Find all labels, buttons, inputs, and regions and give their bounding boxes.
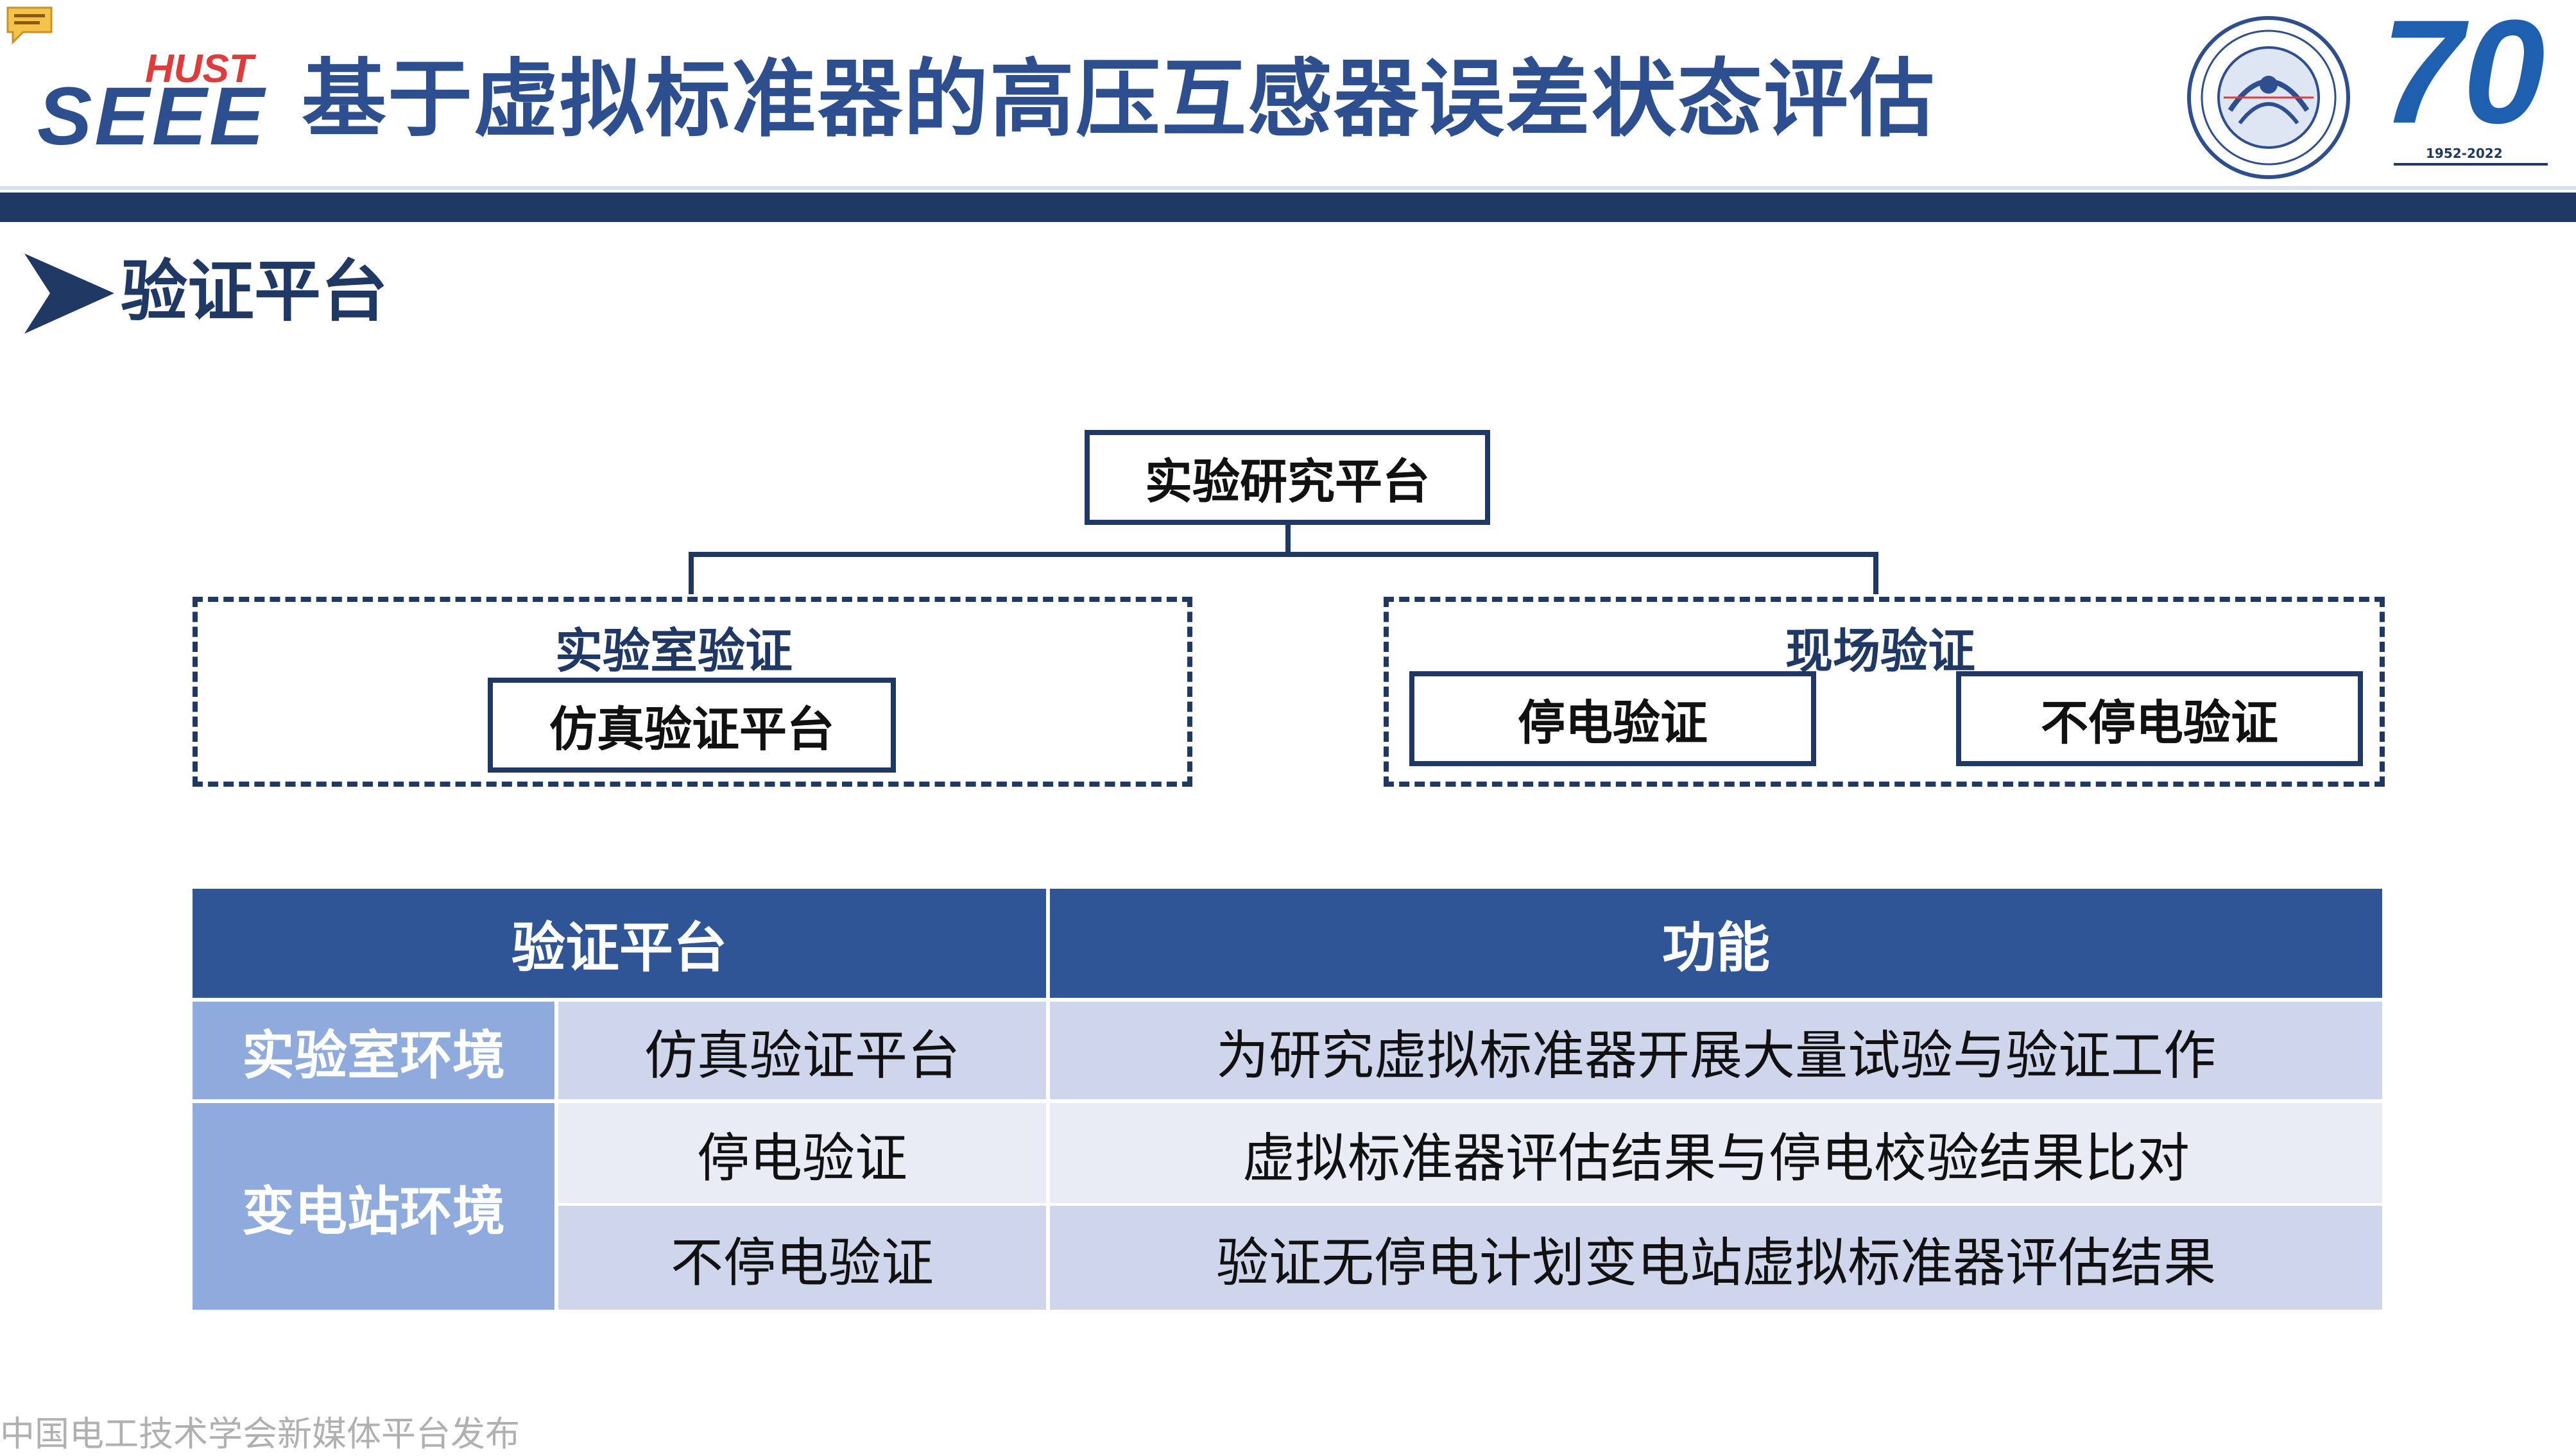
page-title: 基于虚拟标准器的高压互感器误差状态评估 <box>302 50 1936 149</box>
anniv-underline <box>2394 163 2548 166</box>
table-row-group-substation: 变电站环境 <box>193 1103 558 1310</box>
table-cell-platform: 仿真验证平台 <box>558 1002 1050 1099</box>
field-group-box <box>1384 597 2385 787</box>
header-bar <box>0 193 2576 222</box>
school-seal-icon <box>2187 16 2350 179</box>
anniv-number: 70 <box>2381 0 2545 154</box>
footer-watermark: 中国电工技术学会新媒体平台发布 <box>0 1414 520 1454</box>
table-cell-function: 为研究虚拟标准器开展大量试验与验证工作 <box>1050 1002 2382 1099</box>
field-group-label: 现场验证 <box>1785 624 1975 679</box>
header-divider-line <box>0 186 2576 190</box>
connector-right-down <box>1873 552 1878 594</box>
lab-group-label: 实验室验证 <box>555 624 793 679</box>
connector-root-down <box>1285 521 1291 554</box>
function-table: 验证平台 功能 实验室环境 仿真验证平台 为研究虚拟标准器开展大量试验与验证工作… <box>193 889 2382 1310</box>
section-title: 验证平台 <box>121 252 388 330</box>
table-cell-function: 虚拟标准器评估结果与停电校验结果比对 <box>1050 1103 2382 1203</box>
root-node: 实验研究平台 <box>1085 430 1490 525</box>
logo-seee-text: SEEE <box>37 71 267 162</box>
lab-group-box <box>193 597 1192 787</box>
chevron-right-icon <box>24 253 114 334</box>
table-cell-platform: 停电验证 <box>558 1103 1050 1203</box>
seee-logo: HUST SEEE <box>37 47 288 162</box>
table-header-function: 功能 <box>1050 889 2382 998</box>
field-item-outage: 停电验证 <box>1409 671 1816 766</box>
anniversary-70-logo: 70 1952-2022 <box>2381 0 2554 187</box>
lab-item-simulation: 仿真验证平台 <box>488 678 896 773</box>
table-cell-platform: 不停电验证 <box>558 1206 1050 1310</box>
table-row-group-lab: 实验室环境 <box>193 1002 558 1099</box>
connector-horizontal <box>689 552 1878 557</box>
table-cell-function: 验证无停电计划变电站虚拟标准器评估结果 <box>1050 1206 2382 1310</box>
comment-icon[interactable] <box>4 4 55 45</box>
connector-left-down <box>689 552 694 594</box>
field-item-online: 不停电验证 <box>1956 671 2363 766</box>
anniv-years: 1952-2022 <box>2426 146 2503 161</box>
logo-hust-text: HUST <box>145 47 253 91</box>
table-header-platform: 验证平台 <box>193 889 1050 998</box>
